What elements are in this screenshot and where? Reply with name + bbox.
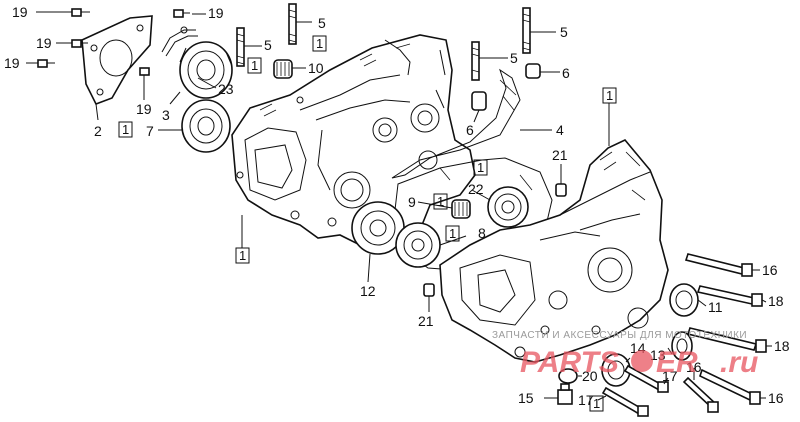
callout-16: 16: [768, 390, 784, 406]
left-crankcase-half: [231, 34, 476, 251]
callout-21: 21: [418, 313, 434, 329]
boxed-label: 1: [118, 121, 133, 138]
boxed-label: 1: [473, 159, 488, 176]
bearing-8: [395, 222, 441, 268]
boxed-label: 1: [247, 57, 262, 74]
boxed-label: 1: [235, 247, 250, 264]
callout-13: 13: [650, 347, 666, 363]
drain-bolt-15: [557, 383, 573, 405]
callout-23: 23: [218, 81, 234, 97]
oil-seal-13: [671, 331, 693, 361]
watermark-brand-right: ER: [656, 346, 698, 379]
bolt-19-d: [173, 9, 190, 18]
callout-6: 6: [466, 122, 474, 138]
watermark-logo-ring: [631, 350, 653, 372]
callout-12: 12: [360, 283, 376, 299]
bolt-19-a: [71, 8, 90, 17]
callout-17: 17: [578, 392, 594, 408]
stud-5-c: [522, 7, 531, 54]
bolt-16-middle: [682, 376, 719, 413]
callout-18: 18: [768, 293, 784, 309]
bolt-19-e: [139, 67, 150, 82]
plug-21-a: [555, 183, 567, 197]
svg-text:1: 1: [606, 88, 613, 103]
callout-10: 10: [308, 60, 324, 76]
svg-text:1: 1: [593, 396, 600, 411]
callout-19: 19: [4, 55, 20, 71]
bolt-17-lower: [601, 386, 649, 417]
callout-3: 3: [162, 107, 170, 123]
svg-text:1: 1: [477, 160, 484, 175]
callout-17: 17: [662, 368, 678, 384]
callout-2: 2: [94, 123, 102, 139]
callout-19: 19: [208, 5, 224, 21]
callout-22: 22: [468, 181, 484, 197]
cover-plate-2: [81, 15, 153, 106]
svg-text:1: 1: [251, 58, 258, 73]
dowel-6-b: [471, 91, 487, 111]
callout-5: 5: [264, 37, 272, 53]
svg-text:1: 1: [449, 226, 456, 241]
callout-18: 18: [774, 338, 790, 354]
bolt-17-upper: [623, 364, 669, 393]
watermark-tld: .ru: [720, 346, 758, 379]
callout-6: 6: [562, 65, 570, 81]
boxed-label: 1: [312, 35, 327, 52]
watermark-brand-left: PARTS: [520, 346, 619, 379]
svg-text:1: 1: [316, 36, 323, 51]
callout-8: 8: [478, 225, 486, 241]
callout-16: 16: [686, 359, 702, 375]
callout-5: 5: [510, 50, 518, 66]
bolt-18-lower: [686, 327, 767, 353]
bolt-16-lower: [699, 368, 761, 405]
boxed-label: 1: [445, 225, 460, 242]
watermark-subtitle: ЗАПЧАСТИ И АКСЕССУАРЫ ДЛЯ МОТОТЕХНИКИ: [492, 330, 747, 341]
callout-19: 19: [36, 35, 52, 51]
bolt-19-c: [37, 59, 55, 68]
callout-9: 9: [408, 194, 416, 210]
stud-5-b: [236, 27, 245, 67]
boxed-reference-labels: 1 1 1 1 1 1 1 1 1: [118, 35, 617, 412]
plug-21-b: [423, 283, 435, 297]
washer-20: [558, 368, 578, 384]
boxed-label: 1: [433, 193, 448, 210]
callout-19: 19: [136, 101, 152, 117]
callout-19: 19: [12, 4, 28, 20]
svg-text:1: 1: [437, 194, 444, 209]
svg-text:1: 1: [239, 248, 246, 263]
bolt-16-upper: [684, 253, 753, 277]
callout-21: 21: [552, 147, 568, 163]
needle-bearing-10: [273, 59, 293, 79]
callout-labels: 19 19 19 19 19 2 3 7 5 5 5 5 10 23 6 6 4…: [4, 4, 790, 408]
bearing-11: [669, 283, 699, 317]
callout-5: 5: [560, 24, 568, 40]
bearing-7: [181, 99, 231, 153]
callout-11: 11: [708, 299, 723, 315]
svg-text:1: 1: [122, 122, 129, 137]
watermark: ЗАПЧАСТИ И АКСЕССУАРЫ ДЛЯ МОТОТЕХНИКИ PA…: [492, 330, 758, 379]
callout-5: 5: [318, 15, 326, 31]
callout-16: 16: [762, 262, 778, 278]
retainer-23: [161, 26, 198, 57]
bearing-3: [179, 41, 233, 99]
bearing-22: [487, 186, 529, 228]
callout-15: 15: [518, 390, 534, 406]
callout-4: 4: [556, 122, 564, 138]
dowel-6-a: [525, 63, 541, 79]
right-crankcase-half: [439, 139, 669, 363]
callout-7: 7: [146, 123, 154, 139]
boxed-label: 1: [589, 395, 604, 412]
stud-5-a: [288, 3, 297, 45]
needle-bearing-9: [451, 199, 471, 219]
boxed-label: 1: [602, 87, 617, 104]
stud-5-d: [471, 41, 480, 81]
callout-20: 20: [582, 368, 598, 384]
